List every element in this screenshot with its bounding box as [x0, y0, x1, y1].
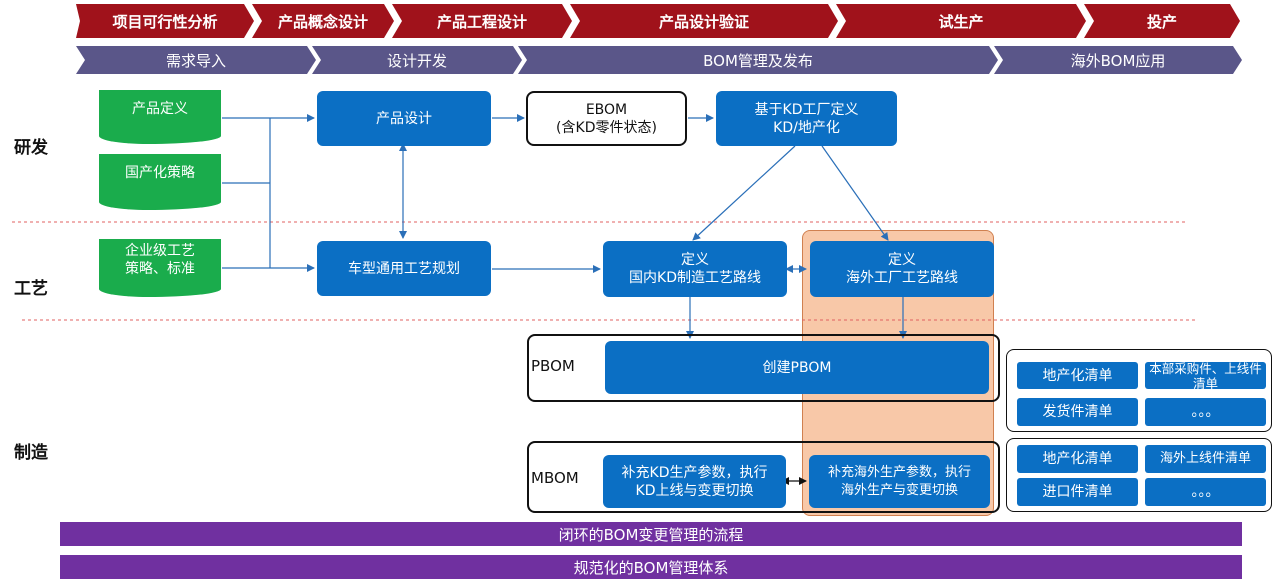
row-label-manufacturing: 制造: [14, 443, 48, 463]
list-label: 发货件清单: [1042, 404, 1113, 420]
stage-design-dev: 设计开发: [312, 46, 522, 74]
bar-bom-system: 规范化的BOM管理体系: [60, 555, 1242, 579]
pbom-list-item: 地产化清单: [1017, 362, 1138, 389]
mbom-list-item: 。。。: [1145, 478, 1266, 506]
mbom-list-group: [1006, 438, 1272, 512]
node-label-line2: 海外生产与变更切换: [840, 482, 958, 498]
node-label-line1: 补充海外生产参数，执行: [827, 464, 971, 480]
list-label: 地产化清单: [1042, 451, 1113, 467]
phase-concept-design: 产品概念设计: [252, 4, 394, 38]
mbom-label: MBOM: [531, 469, 579, 487]
node-create-pbom: 创建PBOM: [605, 341, 989, 394]
bar-change-process: 闭环的BOM变更管理的流程: [60, 522, 1242, 546]
mbom-list-item: 地产化清单: [1017, 445, 1138, 473]
list-label: 。。。: [1191, 404, 1220, 420]
node-label: 产品设计: [376, 110, 432, 127]
stage-label: 设计开发: [386, 51, 447, 70]
stage-label: 需求导入: [165, 51, 226, 70]
input-label-line1: 企业级工艺: [125, 243, 195, 259]
mbom-list-item: 进口件清单: [1017, 478, 1138, 506]
pbom-list-group: [1006, 349, 1272, 432]
phase-feasibility: 项目可行性分析: [76, 4, 254, 38]
phase-label: 试生产: [938, 12, 984, 31]
phase-label: 投产: [1146, 12, 1177, 31]
node-product-design: 产品设计: [317, 91, 491, 146]
phase-label: 产品工程设计: [436, 12, 527, 31]
list-label: 地产化清单: [1042, 367, 1113, 384]
input-label-line2: 策略、标准: [125, 261, 195, 277]
row-label-process: 工艺: [14, 279, 48, 299]
node-label-line2: KD/地产化: [773, 119, 840, 136]
node-label: 车型通用工艺规划: [348, 260, 460, 277]
node-label: 创建PBOM: [762, 359, 832, 376]
node-overseas-route: 定义海外工厂工艺路线: [810, 241, 994, 297]
node-label-line2: KD上线与变更切换: [635, 482, 754, 499]
list-label: 进口件清单: [1042, 484, 1113, 500]
node-vehicle-process-planning: 车型通用工艺规划: [317, 241, 491, 296]
node-label-line1: 定义: [681, 252, 709, 268]
phase-label: 产品设计验证: [658, 12, 749, 31]
phase-label: 项目可行性分析: [112, 12, 218, 31]
node-label-line1: 基于KD工厂定义: [754, 101, 859, 118]
bar-label: 闭环的BOM变更管理的流程: [558, 525, 744, 544]
node-label-line1: 定义: [888, 252, 916, 268]
stage-requirements: 需求导入: [76, 46, 316, 74]
node-label-line1: EBOM: [585, 101, 628, 118]
node-label-line2: 国内KD制造工艺路线: [629, 270, 761, 286]
pbom-list-item: 发货件清单: [1017, 398, 1138, 426]
stage-label: BOM管理及发布: [703, 51, 813, 70]
pbom-group: [527, 334, 1000, 402]
list-label: 。。。: [1191, 484, 1220, 500]
node-mbom-overseas: 补充海外生产参数，执行海外生产与变更切换: [809, 455, 990, 508]
input-localization-strategy: 国产化策略: [99, 154, 221, 210]
phase-label: 产品概念设计: [277, 12, 368, 31]
node-domestic-kd-route: 定义国内KD制造工艺路线: [603, 241, 787, 297]
pbom-list-item: 本部采购件、上线件清单: [1145, 362, 1266, 389]
input-enterprise-process: 企业级工艺策略、标准: [99, 239, 221, 297]
node-label-line2: 海外工厂工艺路线: [846, 270, 958, 286]
stage-bom-management: BOM管理及发布: [518, 46, 998, 74]
mbom-group: [527, 441, 1000, 513]
phase-production: 投产: [1084, 4, 1240, 38]
phase-design-verification: 产品设计验证: [570, 4, 838, 38]
node-label-line2: (含KD零件状态): [556, 119, 657, 136]
input-product-definition: 产品定义: [99, 90, 221, 144]
bar-label: 规范化的BOM管理体系: [573, 558, 729, 577]
pbom-label: PBOM: [531, 357, 575, 375]
mbom-list-item: 海外上线件清单: [1145, 445, 1266, 473]
input-label: 国产化策略: [125, 165, 195, 181]
node-label-line1: 补充KD生产参数，执行: [621, 464, 768, 481]
input-label: 产品定义: [132, 101, 188, 117]
phase-trial-production: 试生产: [836, 4, 1086, 38]
phase-engineering-design: 产品工程设计: [392, 4, 572, 38]
list-label: 海外上线件清单: [1159, 451, 1251, 466]
stage-overseas-bom: 海外BOM应用: [994, 46, 1242, 74]
row-label-rd: 研发: [14, 138, 48, 158]
list-label: 本部采购件、上线件清单: [1149, 362, 1262, 389]
node-ebom: EBOM(含KD零件状态): [526, 91, 687, 146]
pbom-list-item: 。。。: [1145, 398, 1266, 426]
stage-label: 海外BOM应用: [1070, 51, 1166, 70]
